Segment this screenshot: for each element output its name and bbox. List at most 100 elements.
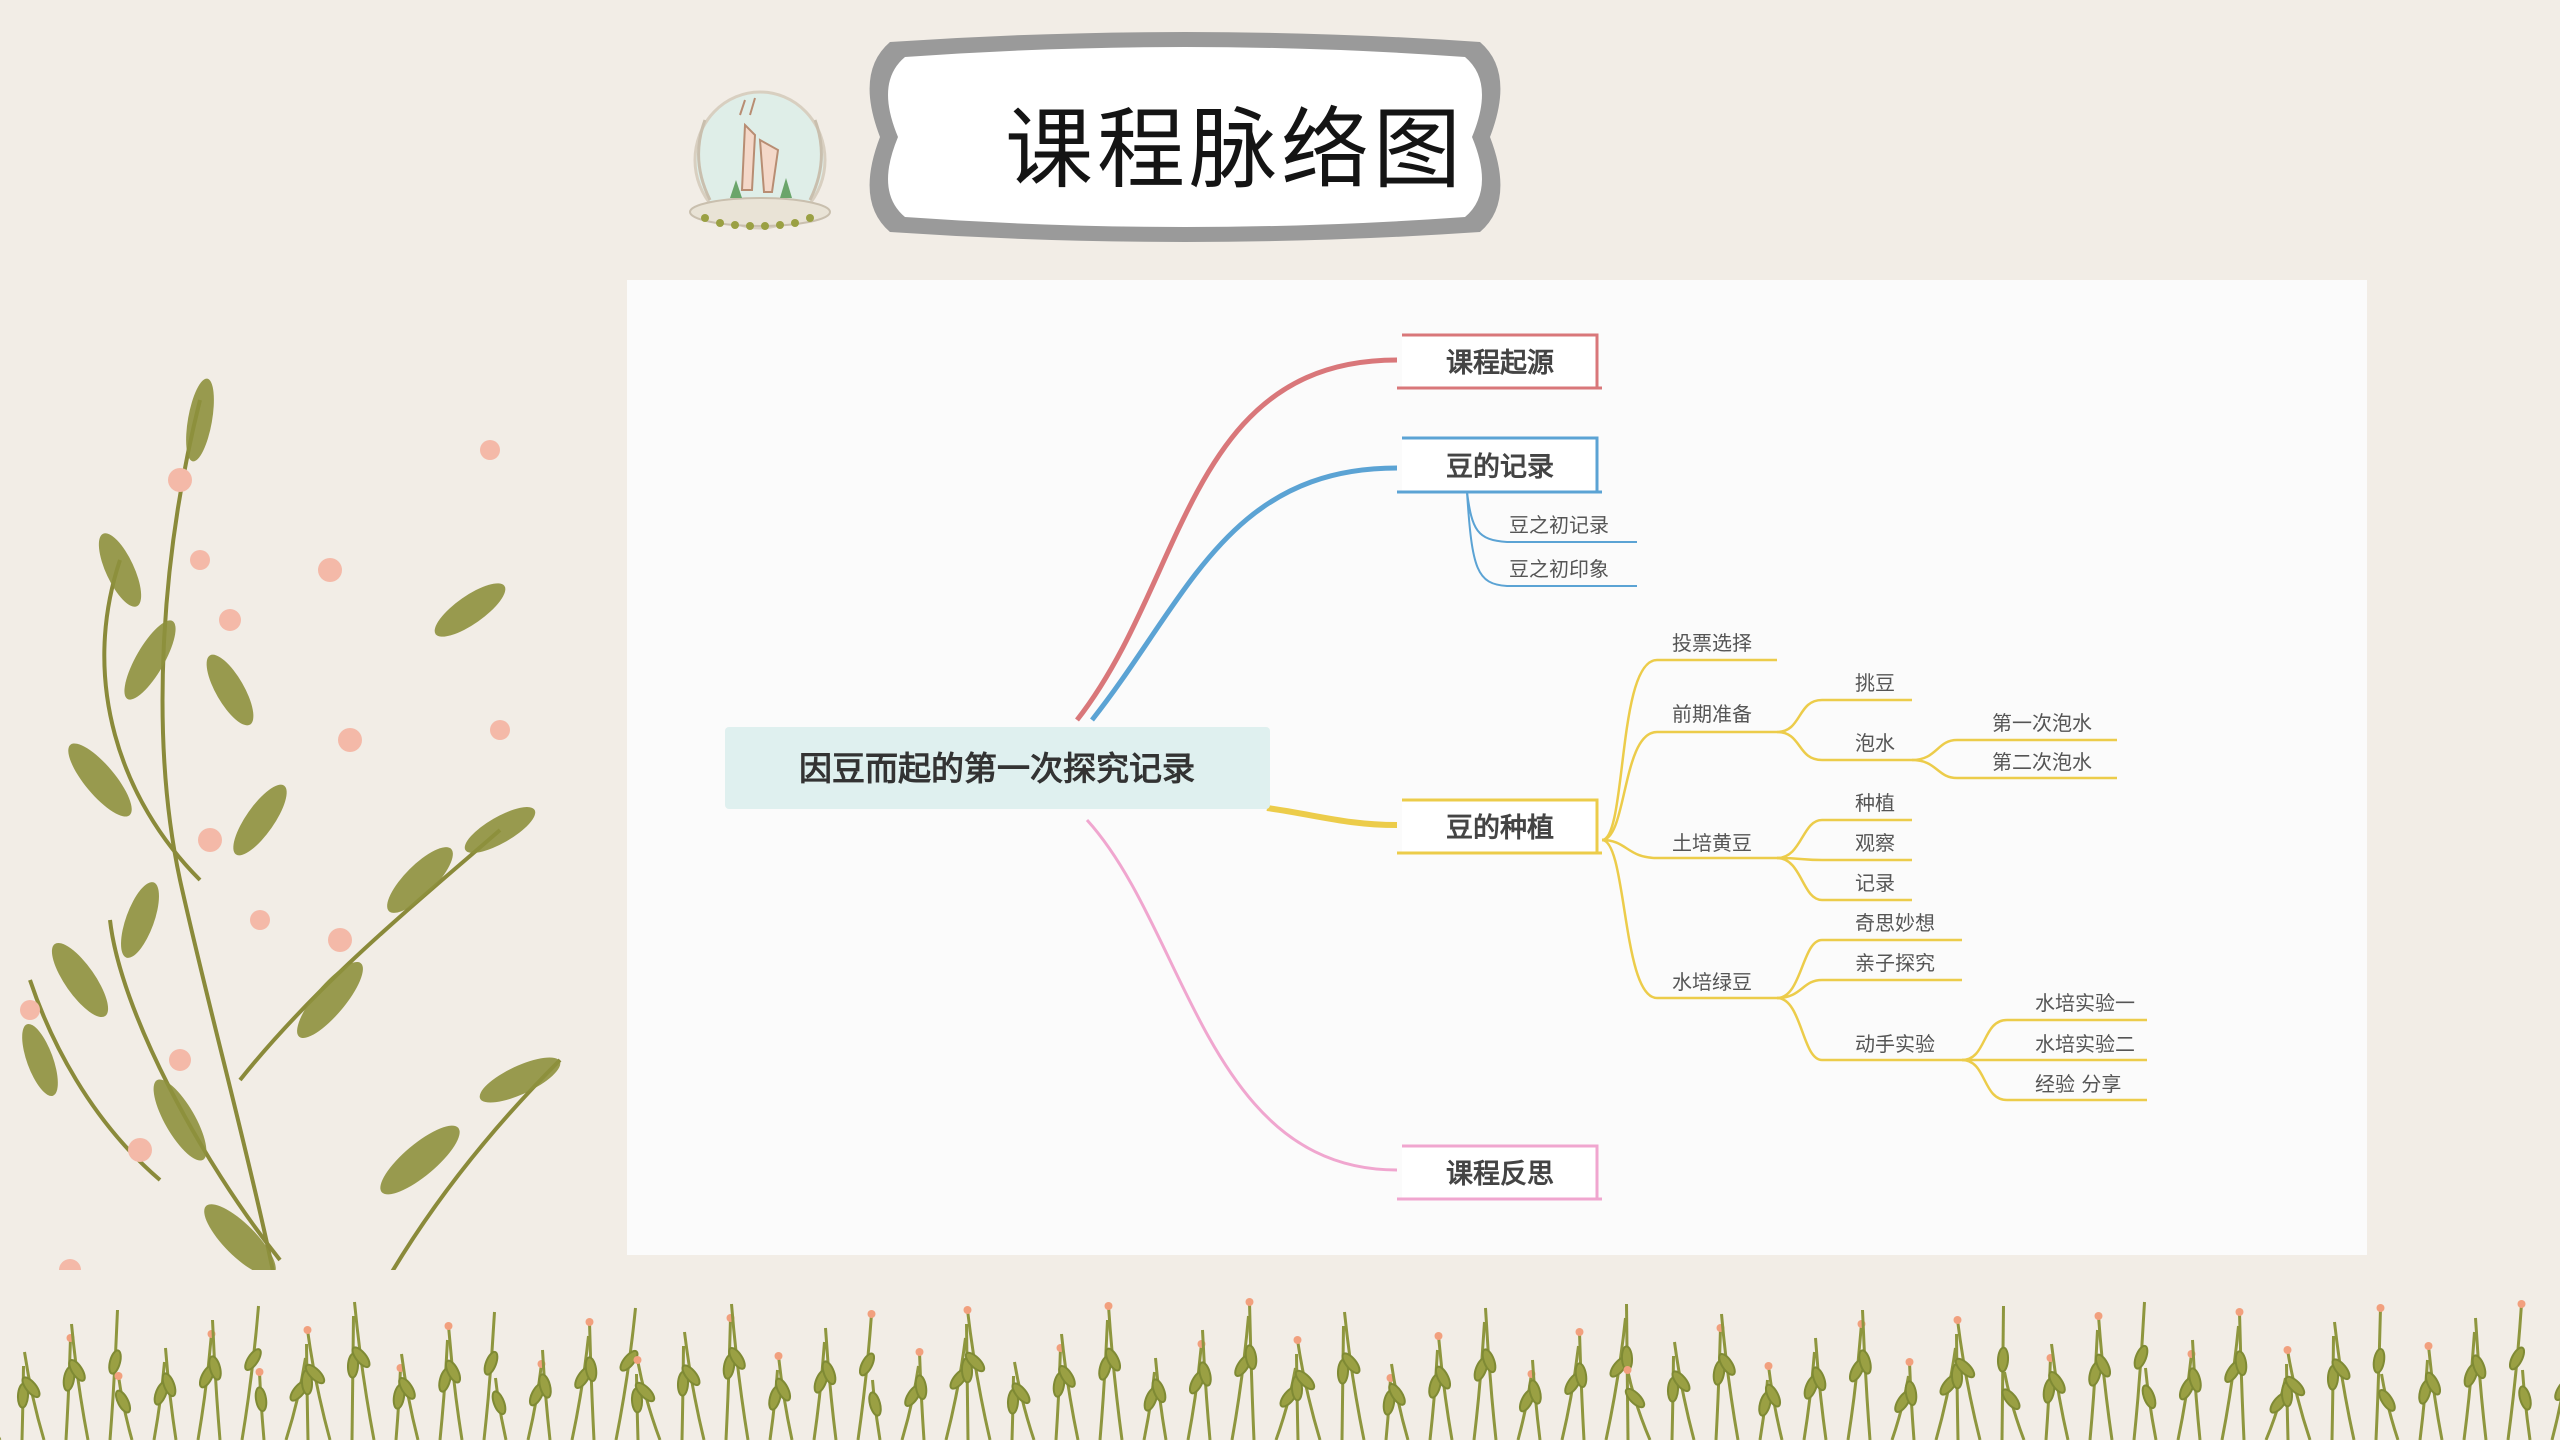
label-soil-2: 观察	[1855, 831, 1895, 855]
grass-flower	[303, 1326, 312, 1334]
label-pick: 挑豆	[1855, 671, 1895, 695]
grass-stem	[108, 1309, 119, 1440]
grass-leaf	[2331, 1358, 2351, 1381]
grass-leaf	[2188, 1367, 2202, 1393]
grass-leaf	[634, 1381, 656, 1403]
node-course-origin: 课程起源	[1397, 333, 1602, 390]
node-bean-planting: 豆的种植	[1397, 798, 1602, 855]
grass-leaf	[244, 1348, 262, 1372]
grass-leaf	[1011, 1382, 1031, 1405]
grass-stem	[306, 1329, 332, 1440]
grass-leaf	[2284, 1375, 2306, 1397]
grass-flower	[963, 1306, 972, 1314]
grass-stem	[2238, 1311, 2246, 1440]
grass-leaf	[1954, 1357, 1976, 1379]
planting-labels: 投票选择 前期准备 挑豆 泡水 第一次泡水 第二次泡水 土培黄豆 种植 观察 记…	[1672, 631, 2135, 1096]
grass-stem	[2220, 1325, 2240, 1440]
title-plaque	[869, 32, 1501, 242]
grass-leaf	[1481, 1348, 1497, 1374]
mindmap: 因豆而起的第一次探究记录 课程起源 豆的记录 豆之初记录 豆之初印象 豆的种植	[725, 333, 2147, 1201]
label-vote: 投票选择	[1672, 631, 1752, 655]
grass-leaf	[1671, 1370, 1691, 1393]
grass-leaf	[444, 1359, 462, 1384]
grass-stem	[2550, 1398, 2560, 1440]
grass-stem	[1472, 1321, 1486, 1440]
planting-connectors	[1601, 658, 2147, 1102]
connector-record	[1090, 465, 1398, 722]
grass-leaf	[1244, 1344, 1258, 1371]
grass-leaf	[2372, 1347, 2386, 1374]
label-exp-2: 水培实验二	[2035, 1032, 2135, 1056]
mindmap-panel: 因豆而起的第一次探究记录 课程起源 豆的记录 豆之初记录 豆之初印象 豆的种植	[627, 280, 2367, 1255]
grass-stem	[944, 1337, 967, 1440]
grass-stem	[447, 1325, 464, 1440]
grass-leaf	[538, 1373, 552, 1399]
grass-flower	[2094, 1312, 2103, 1320]
grass-leaf	[2424, 1371, 2442, 1396]
grass-leaf	[1904, 1380, 1918, 1407]
grass-stem	[1720, 1313, 1740, 1440]
grass-leaf	[1388, 1382, 1406, 1406]
grass-stem	[2474, 1317, 2488, 1440]
grass-leaf	[584, 1356, 598, 1383]
label-water: 水培绿豆	[1672, 970, 1752, 994]
label-soil: 土培黄豆	[1672, 831, 1752, 855]
grass-stem	[1604, 1317, 1627, 1440]
label-soak-2: 第二次泡水	[1992, 750, 2092, 774]
grass-leaf	[1151, 1378, 1167, 1404]
grass-leaf	[2508, 1346, 2526, 1371]
grass-stem	[856, 1313, 873, 1440]
grass-leaf	[1574, 1362, 1588, 1389]
grass-leaf	[1811, 1366, 1827, 1392]
grass-flower	[1245, 1298, 1254, 1306]
grass-leaf	[774, 1377, 792, 1402]
connector-origin	[1075, 357, 1398, 722]
grass-flower	[444, 1322, 453, 1330]
label-soak: 泡水	[1855, 731, 1895, 755]
grass-leaf	[351, 1346, 371, 1369]
grass-stem	[683, 1331, 706, 1440]
connector-planting	[1266, 805, 1398, 828]
grass-leaf	[2048, 1370, 2066, 1394]
svg-text:豆之初印象: 豆之初印象	[1509, 557, 1609, 581]
label-exp-1: 水培实验一	[2035, 991, 2135, 1015]
node-course-reflection: 课程反思	[1397, 1144, 1602, 1201]
grass-leaf	[1198, 1361, 1212, 1387]
label-soil-1: 种植	[1855, 791, 1895, 815]
root-node: 因豆而起的第一次探究记录	[725, 727, 1270, 809]
decorative-foliage-bottom	[0, 1270, 2560, 1440]
grass-leaf	[2001, 1388, 2021, 1411]
grass-stem	[2333, 1321, 2356, 1440]
grass-leaf	[821, 1360, 837, 1386]
label-exp-3: 经验 分享	[2035, 1072, 2121, 1096]
grass-leaf	[398, 1376, 416, 1400]
label-soil-3: 记录	[1855, 871, 1895, 895]
svg-text:课程反思: 课程反思	[1446, 1159, 1554, 1190]
grass-stem	[1107, 1305, 1124, 1440]
svg-text:豆的记录: 豆的记录	[1446, 451, 1554, 483]
grass-flower	[774, 1352, 783, 1360]
grass-leaf	[1434, 1365, 1452, 1390]
grass-leaf	[1764, 1383, 1782, 1408]
grass-flower	[867, 1310, 876, 1318]
grass-leaf	[208, 1355, 222, 1381]
label-ideas: 奇思妙想	[1855, 911, 1935, 935]
grass-leaf	[2133, 1344, 2149, 1370]
grass-stem	[730, 1303, 750, 1440]
grass-stem	[1296, 1339, 1322, 1440]
grass-leaf	[161, 1372, 177, 1398]
grass-stem	[353, 1301, 376, 1440]
grass-stem	[2132, 1301, 2146, 1440]
grass-leaf	[304, 1363, 326, 1385]
svg-text:豆的种植: 豆的种植	[1446, 812, 1554, 844]
grass-stem	[1230, 1315, 1250, 1440]
label-prep: 前期准备	[1672, 702, 1752, 726]
grass-leaf	[2234, 1350, 2248, 1377]
grass-leaf	[483, 1350, 499, 1376]
grass-flower	[1623, 1366, 1632, 1374]
grass-flower	[2283, 1346, 2292, 1354]
grass-leaf	[254, 1386, 268, 1413]
grass-flower	[1293, 1336, 1302, 1344]
grass-leaf	[2518, 1385, 2532, 1411]
grass-stem	[1060, 1333, 1080, 1440]
